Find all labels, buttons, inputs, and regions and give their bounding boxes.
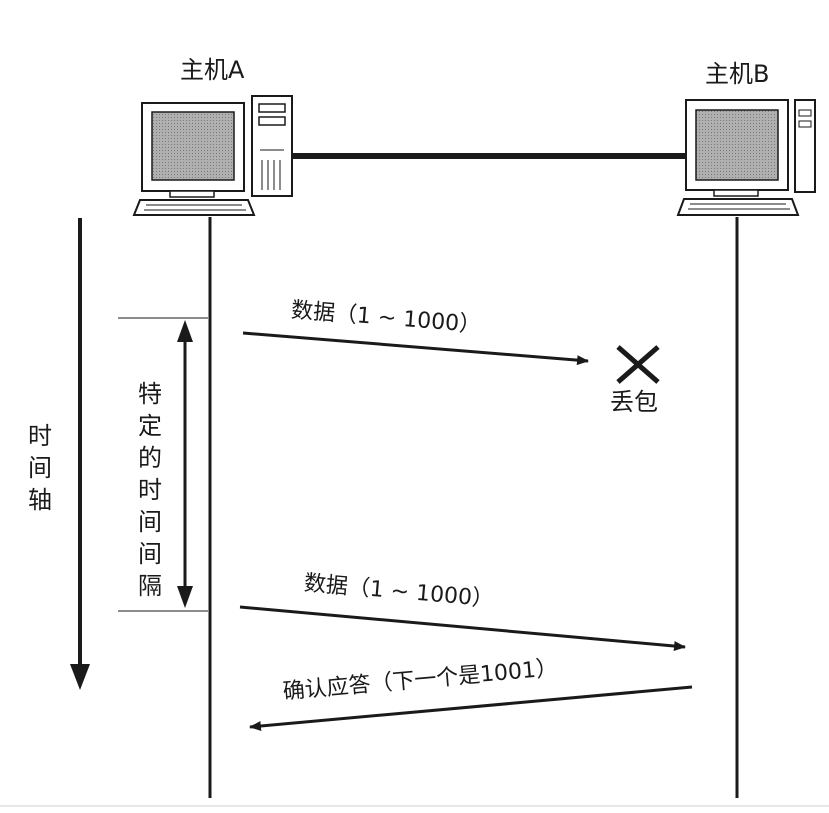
resend-arrow — [240, 607, 685, 647]
interval-double-arrow — [177, 320, 193, 608]
interval-label: 特定的时间间隔 — [136, 378, 164, 602]
packet-lost-label: 丢包 — [610, 390, 658, 414]
packet-lost-x-icon — [618, 347, 658, 382]
time-axis-label: 时间轴 — [26, 420, 54, 516]
host-a-computer-icon — [134, 96, 292, 215]
time-axis-arrowhead — [70, 664, 90, 690]
host-a-label: 主机A — [180, 58, 244, 82]
host-b-computer-icon — [678, 100, 815, 215]
host-b-label: 主机B — [705, 62, 769, 86]
first-send-arrow — [243, 333, 588, 361]
